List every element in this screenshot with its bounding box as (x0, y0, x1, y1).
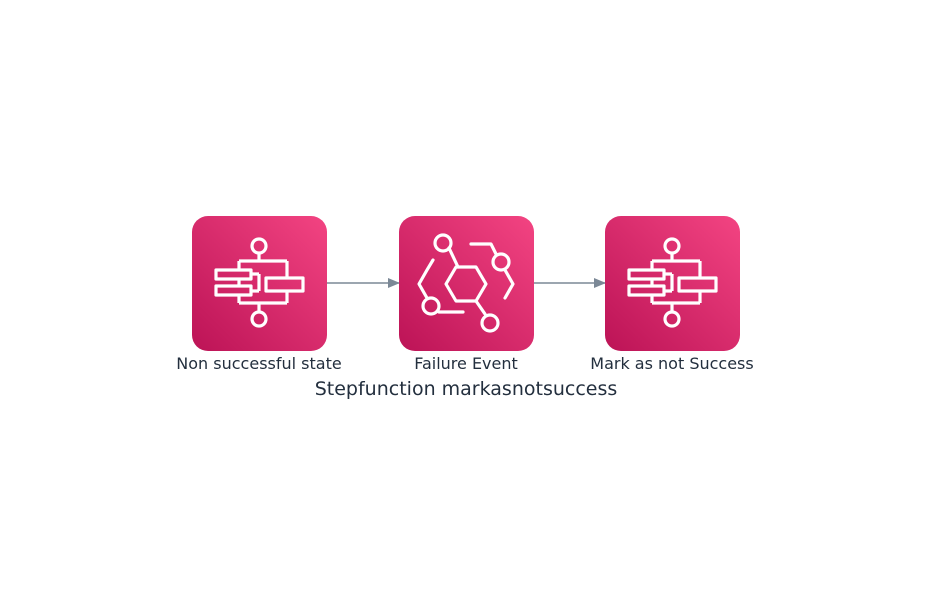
node-failure-event[interactable] (399, 216, 534, 351)
node-non-successful-state[interactable] (192, 216, 327, 351)
node-label: Mark as not Success (590, 354, 754, 373)
node-label: Non successful state (176, 354, 342, 373)
node-mark-as-not-success[interactable] (605, 216, 740, 351)
step-functions-icon (605, 216, 740, 351)
diagram-title: Stepfunction markasnotsuccess (314, 378, 618, 400)
step-functions-icon (192, 216, 327, 351)
eventbridge-icon (399, 216, 534, 351)
node-label: Failure Event (414, 354, 518, 373)
